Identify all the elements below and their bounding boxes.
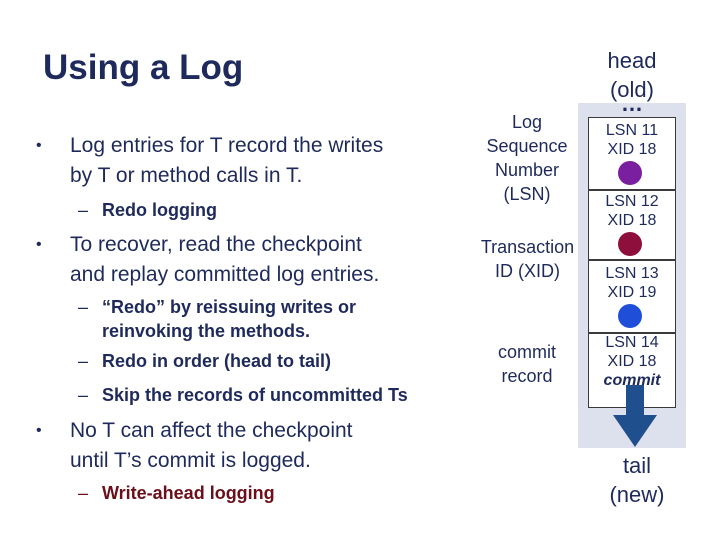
log-entry-lsn: LSN 11 (605, 122, 659, 139)
log-entry-lsn: LSN 14 (605, 334, 659, 351)
bullet-2-sub-2-text: Redo in order (head to tail) (102, 351, 332, 371)
transaction-dot (618, 161, 642, 185)
bullet-3-text-line1: No T can affect the checkpoint (70, 419, 353, 442)
log-entry-box (588, 190, 676, 260)
tail-label-line1: tail (622, 453, 652, 478)
dash-marker: – (78, 200, 89, 220)
log-entry-commit: commit (603, 372, 661, 389)
dash-marker: – (78, 297, 89, 317)
bullet-dot: • (36, 422, 42, 439)
xid-label: Transaction ID (XID) (470, 235, 585, 283)
bullet-2-sub-3: – Skip the records of uncommitted Ts (78, 383, 408, 407)
tail-label-line2: (new) (609, 482, 665, 507)
bullet-3-sub-1-text: Write-ahead logging (102, 483, 275, 503)
commit-label-line1: commit (498, 342, 556, 362)
xid-label-line1: Transaction (480, 237, 575, 257)
dash-marker: – (78, 351, 89, 371)
bullet-3: • No T can affect the checkpoint until T… (36, 416, 353, 476)
bullet-3-text-line2: until T’s commit is logged. (70, 449, 311, 472)
down-arrow-icon (613, 385, 657, 447)
log-entry-lsn: LSN 13 (605, 265, 659, 282)
log-entry-xid: XID 18 (607, 353, 657, 370)
lsn-label-line1: Log (511, 112, 543, 132)
slide-title: Using a Log (43, 48, 244, 87)
bullet-1-sub-1-text: Redo logging (102, 200, 217, 220)
bullet-1: • Log entries for T record the writes by… (36, 131, 384, 191)
bullet-1-text-line1: Log entries for T record the writes (70, 134, 384, 157)
log-entry-xid: XID 18 (607, 212, 657, 229)
lsn-label-line3: Number (494, 160, 560, 180)
commit-record-label: commit record (478, 340, 576, 388)
bullet-2-sub-1-line2: reinvoking the methods. (102, 321, 311, 341)
tail-label: tail (new) (597, 451, 677, 509)
log-entry-lsn: LSN 12 (605, 193, 659, 210)
bullet-2-text-line1: To recover, read the checkpoint (70, 233, 362, 256)
lsn-label-line4: (LSN) (503, 184, 551, 204)
bullet-2-sub-2: – Redo in order (head to tail) (78, 349, 332, 373)
bullet-2-sub-1-line1: “Redo” by reissuing writes or (102, 297, 357, 317)
head-label-line1: head (607, 48, 657, 73)
bullet-2-sub-1: – “Redo” by reissuing writes or reinvoki… (78, 295, 357, 343)
log-entry-xid: XID 18 (607, 141, 657, 158)
bullet-3-sub-1: – Write-ahead logging (78, 481, 275, 505)
lsn-label-line2: Sequence (486, 136, 568, 156)
bullet-2-sub-3-text: Skip the records of uncommitted Ts (102, 385, 408, 405)
bullet-dot: • (36, 236, 42, 253)
dash-marker: – (78, 385, 89, 405)
xid-label-line2: ID (XID) (495, 261, 560, 281)
bullet-1-sub-1: – Redo logging (78, 198, 217, 222)
dash-marker: – (78, 483, 89, 503)
commit-label-line2: record (501, 366, 553, 386)
head-label: head (old) (592, 46, 672, 104)
log-entry-4: LSN 14 XID 18 commit (588, 333, 676, 390)
lsn-label: Log Sequence Number (LSN) (478, 110, 576, 206)
head-label-line2: (old) (609, 77, 654, 102)
log-entry-xid: XID 19 (607, 284, 657, 301)
bullet-2: • To recover, read the checkpoint and re… (36, 230, 380, 290)
log-entry-2: LSN 12 XID 18 (588, 192, 676, 230)
ellipsis-marker: … (621, 91, 643, 116)
transaction-dot (618, 304, 642, 328)
bullet-1-text-line2: by T or method calls in T. (70, 164, 303, 187)
log-entry-1: LSN 11 XID 18 (588, 121, 676, 159)
bullet-2-text-line2: and replay committed log entries. (70, 263, 380, 286)
bullet-dot: • (36, 137, 42, 154)
log-entry-3: LSN 13 XID 19 (588, 264, 676, 302)
transaction-dot (618, 232, 642, 256)
